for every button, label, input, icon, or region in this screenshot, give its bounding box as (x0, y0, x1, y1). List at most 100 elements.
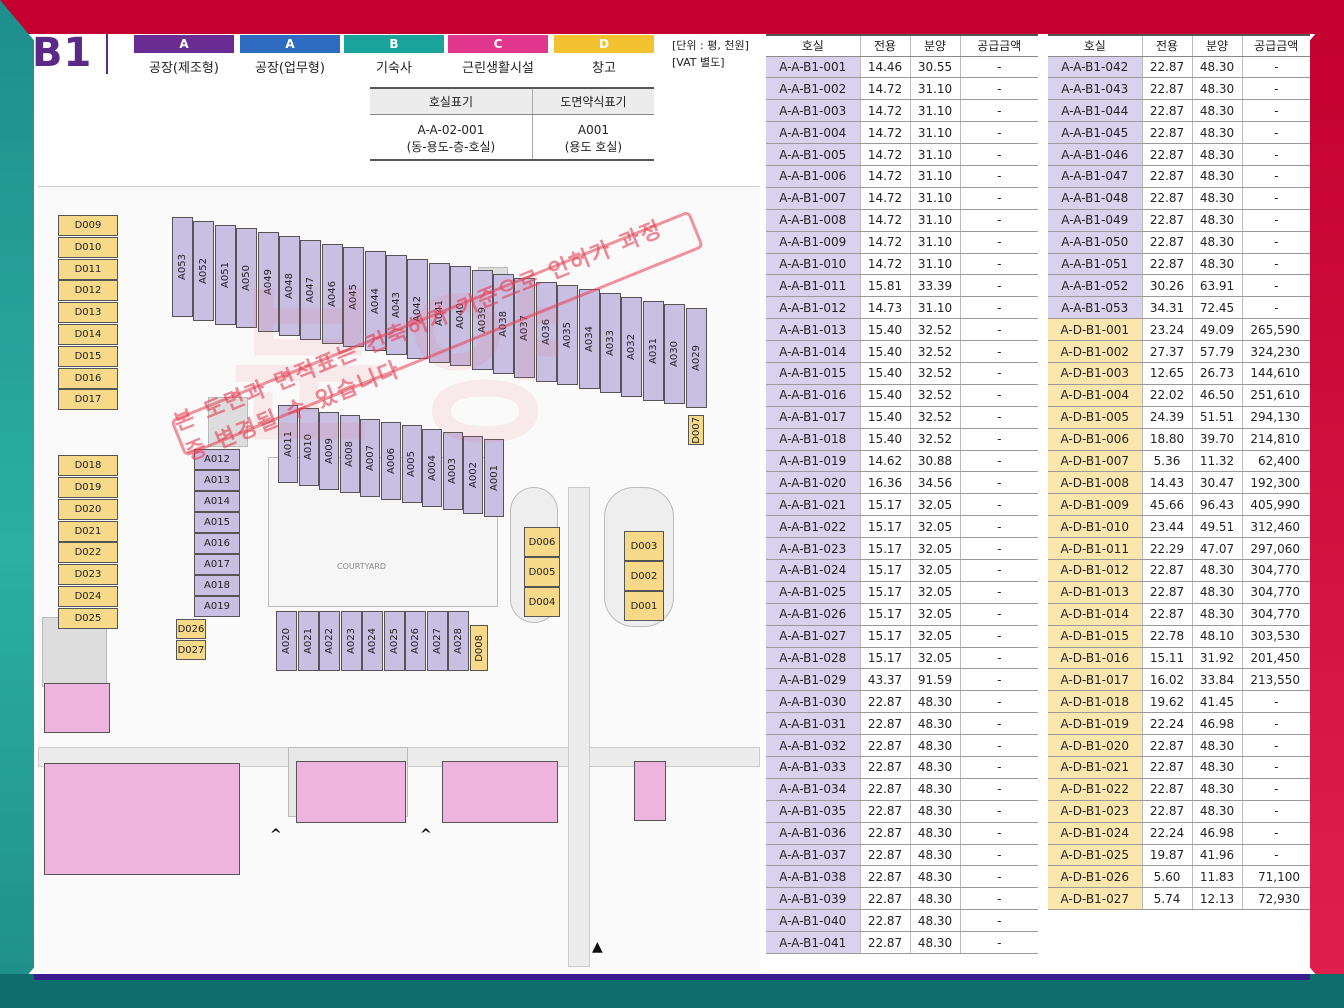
cell-unit: A-D-B1-018 (1048, 690, 1142, 714)
cell-price: - (1241, 778, 1310, 801)
cell-exclusive: 22.87 (1141, 734, 1192, 757)
notation-col1: 호실표기 (370, 87, 533, 115)
cell-sale: 31.10 (909, 231, 960, 254)
plan-unit-a041: A041 (428, 262, 450, 363)
plan-unit-a040: A040 (450, 266, 472, 367)
cell-sale: 32.52 (909, 362, 960, 385)
plan-unit-a024: A024 (362, 611, 383, 671)
unit-note: [단위 : 평, 천원] [VAT 별도] (672, 37, 749, 71)
plan-unit-d024: D024 (58, 586, 118, 607)
bottom-entry-arrow: ▲ (592, 939, 603, 955)
cell-unit: A-A-B1-015 (766, 362, 860, 385)
cell-unit: A-A-B1-023 (766, 537, 860, 560)
plan-unit-label: D001 (630, 600, 658, 612)
plan-unit-a010: A010 (298, 408, 319, 487)
cell-price: - (1241, 99, 1310, 123)
cell-sale: 30.47 (1191, 471, 1242, 495)
plan-unit-label: A020 (281, 628, 292, 654)
plan-unit-d002: D002 (624, 561, 664, 591)
frame-right (1310, 0, 1344, 1008)
cell-exclusive: 22.87 (1141, 778, 1192, 801)
cell-price: - (959, 406, 1038, 429)
cell-sale: 31.10 (909, 143, 960, 166)
plan-unit-a012: A012 (194, 449, 240, 470)
cell-price: - (959, 274, 1038, 298)
plan-unit-label: D012 (74, 285, 102, 297)
plan-unit-label: A030 (669, 341, 681, 368)
legend-label: 공장(제조형) (149, 61, 219, 76)
cell-unit: A-A-B1-006 (766, 165, 860, 188)
cell-price: 251,610 (1241, 384, 1310, 407)
cell-price: - (959, 734, 1038, 757)
plan-unit-d027: D027 (176, 640, 206, 660)
cell-unit: A-A-B1-020 (766, 471, 860, 495)
cell-unit: A-A-B1-048 (1048, 187, 1142, 210)
legend-label: 공장(업무형) (255, 61, 325, 76)
plan-unit-d021: D021 (58, 520, 118, 542)
cell-exclusive: 18.80 (1141, 428, 1192, 451)
cell-sale: 49.51 (1191, 515, 1242, 539)
plan-unit-label: A017 (204, 559, 230, 570)
plan-retail-block (634, 761, 666, 821)
plan-unit-a019: A019 (194, 596, 240, 617)
plan-unit-d013: D013 (58, 302, 118, 324)
plan-unit-a047: A047 (300, 239, 322, 340)
cell-exclusive: 14.72 (859, 77, 910, 101)
cell-exclusive: 12.65 (1141, 362, 1192, 385)
cell-unit: A-D-B1-026 (1048, 865, 1142, 889)
header-sale: 분양 (909, 34, 960, 57)
cell-price: - (959, 756, 1038, 779)
cell-unit: A-A-B1-045 (1048, 121, 1142, 145)
cell-sale: 48.30 (1191, 581, 1242, 604)
cell-sale: 31.10 (909, 296, 960, 320)
plan-unit-a031: A031 (642, 300, 664, 401)
plan-unit-label: D005 (528, 566, 556, 578)
plan-unit-d001: D001 (624, 591, 664, 621)
cell-price: 62,400 (1241, 450, 1310, 473)
cell-price: 304,770 (1241, 559, 1310, 582)
cell-sale: 49.09 (1191, 318, 1242, 342)
cell-price: - (959, 887, 1038, 911)
cell-price: - (959, 99, 1038, 123)
plan-unit-a036: A036 (535, 281, 557, 382)
cell-exclusive: 22.87 (1141, 800, 1192, 823)
cell-unit: A-D-B1-027 (1048, 887, 1142, 911)
plan-unit-label: A014 (204, 496, 230, 507)
cell-unit: A-A-B1-004 (766, 121, 860, 145)
cell-exclusive: 22.87 (1141, 209, 1192, 232)
cell-unit: A-D-B1-017 (1048, 668, 1142, 692)
cell-price: - (1241, 756, 1310, 779)
cell-exclusive: 14.73 (859, 296, 910, 320)
cell-sale: 48.10 (1191, 625, 1242, 648)
cell-sale: 31.10 (909, 187, 960, 210)
floor-label: B1 (32, 30, 93, 76)
cell-unit: A-D-B1-022 (1048, 778, 1142, 801)
cell-exclusive: 14.72 (859, 121, 910, 145)
cell-sale: 48.30 (1191, 143, 1242, 166)
plan-unit-a021: A021 (297, 611, 319, 671)
cell-sale: 47.07 (1191, 537, 1242, 560)
cell-sale: 32.05 (909, 647, 960, 670)
cell-sale: 48.30 (909, 931, 960, 955)
cell-price: - (959, 822, 1038, 845)
cell-exclusive: 15.40 (859, 384, 910, 407)
cell-price: - (1241, 56, 1310, 79)
cell-exclusive: 22.87 (859, 756, 910, 779)
cell-sale: 32.52 (909, 428, 960, 451)
plan-unit-a051: A051 (214, 224, 236, 325)
